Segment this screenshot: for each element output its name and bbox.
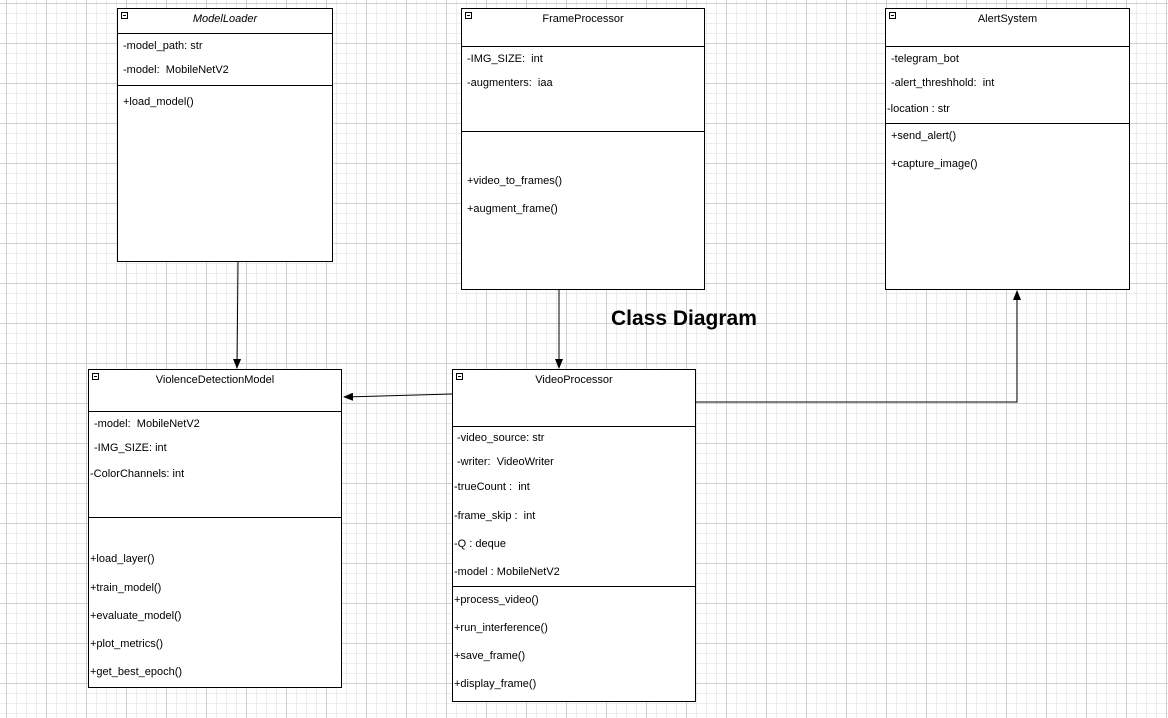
method: +process_video() xyxy=(454,594,539,606)
method: +plot_metrics() xyxy=(90,638,164,650)
compartment-divider xyxy=(886,123,1129,124)
attribute: -IMG_SIZE: int xyxy=(467,53,543,65)
collapse-icon[interactable] xyxy=(465,12,472,19)
attribute: -location : str xyxy=(887,103,950,115)
method: +video_to_frames() xyxy=(467,175,563,187)
method: +get_best_epoch() xyxy=(90,666,183,678)
method: +load_model() xyxy=(123,96,194,108)
compartment-divider xyxy=(89,517,341,518)
method: +send_alert() xyxy=(891,130,957,142)
attribute: -writer: VideoWriter xyxy=(457,456,554,468)
method: +evaluate_model() xyxy=(90,610,182,622)
attribute: -Q : deque xyxy=(454,538,506,550)
compartment-divider xyxy=(462,131,704,132)
method: +capture_image() xyxy=(891,158,978,170)
compartment-divider xyxy=(118,85,332,86)
class-header: ModelLoader xyxy=(118,9,332,34)
attribute: -IMG_SIZE: int xyxy=(94,442,167,454)
class-video-processor[interactable]: VideoProcessor -video_source: str -write… xyxy=(452,369,696,702)
method: +display_frame() xyxy=(454,678,537,690)
collapse-icon[interactable] xyxy=(456,373,463,380)
compartment-divider xyxy=(453,586,695,587)
class-alert-system[interactable]: AlertSystem -telegram_bot -alert_threshh… xyxy=(885,8,1130,290)
class-header: ViolenceDetectionModel xyxy=(89,370,341,412)
class-model-loader[interactable]: ModelLoader -model_path: str -model: Mob… xyxy=(117,8,333,262)
class-name: AlertSystem xyxy=(977,13,1038,25)
class-name: FrameProcessor xyxy=(542,13,624,25)
attribute: -model : MobileNetV2 xyxy=(454,566,560,578)
class-name: ViolenceDetectionModel xyxy=(155,374,275,386)
attribute: -alert_threshhold: int xyxy=(891,77,995,89)
attribute: -augmenters: iaa xyxy=(467,77,553,89)
class-frame-processor[interactable]: FrameProcessor -IMG_SIZE: int -augmenter… xyxy=(461,8,705,290)
collapse-icon[interactable] xyxy=(889,12,896,19)
method: +augment_frame() xyxy=(467,203,558,215)
collapse-icon[interactable] xyxy=(92,373,99,380)
edge-videoprocessor-alertsystem xyxy=(695,290,1021,403)
class-name: ModelLoader xyxy=(192,13,258,25)
method: +load_layer() xyxy=(90,553,155,565)
class-header: VideoProcessor xyxy=(453,370,695,427)
method: +train_model() xyxy=(90,582,162,594)
attribute: -telegram_bot xyxy=(891,53,959,65)
method: +save_frame() xyxy=(454,650,526,662)
attribute: -model: MobileNetV2 xyxy=(94,418,200,430)
attribute: -ColorChannels: int xyxy=(90,468,185,480)
class-header: AlertSystem xyxy=(886,9,1129,47)
collapse-icon[interactable] xyxy=(121,12,128,19)
diagram-title: Class Diagram xyxy=(611,307,757,330)
attribute: -video_source: str xyxy=(457,432,545,444)
attribute: -model: MobileNetV2 xyxy=(123,64,229,76)
attribute: -frame_skip : int xyxy=(454,510,536,522)
attribute: -model_path: str xyxy=(123,40,203,52)
class-violence-detection-model[interactable]: ViolenceDetectionModel -model: MobileNet… xyxy=(88,369,342,688)
attribute: -trueCount : int xyxy=(454,481,530,493)
edge-modelloader-violencedetectionmodel xyxy=(233,261,242,369)
class-name: VideoProcessor xyxy=(535,374,613,386)
edge-videoprocessor-violencedetectionmodel xyxy=(343,392,453,401)
class-header: FrameProcessor xyxy=(462,9,704,47)
method: +run_interference() xyxy=(454,622,548,634)
